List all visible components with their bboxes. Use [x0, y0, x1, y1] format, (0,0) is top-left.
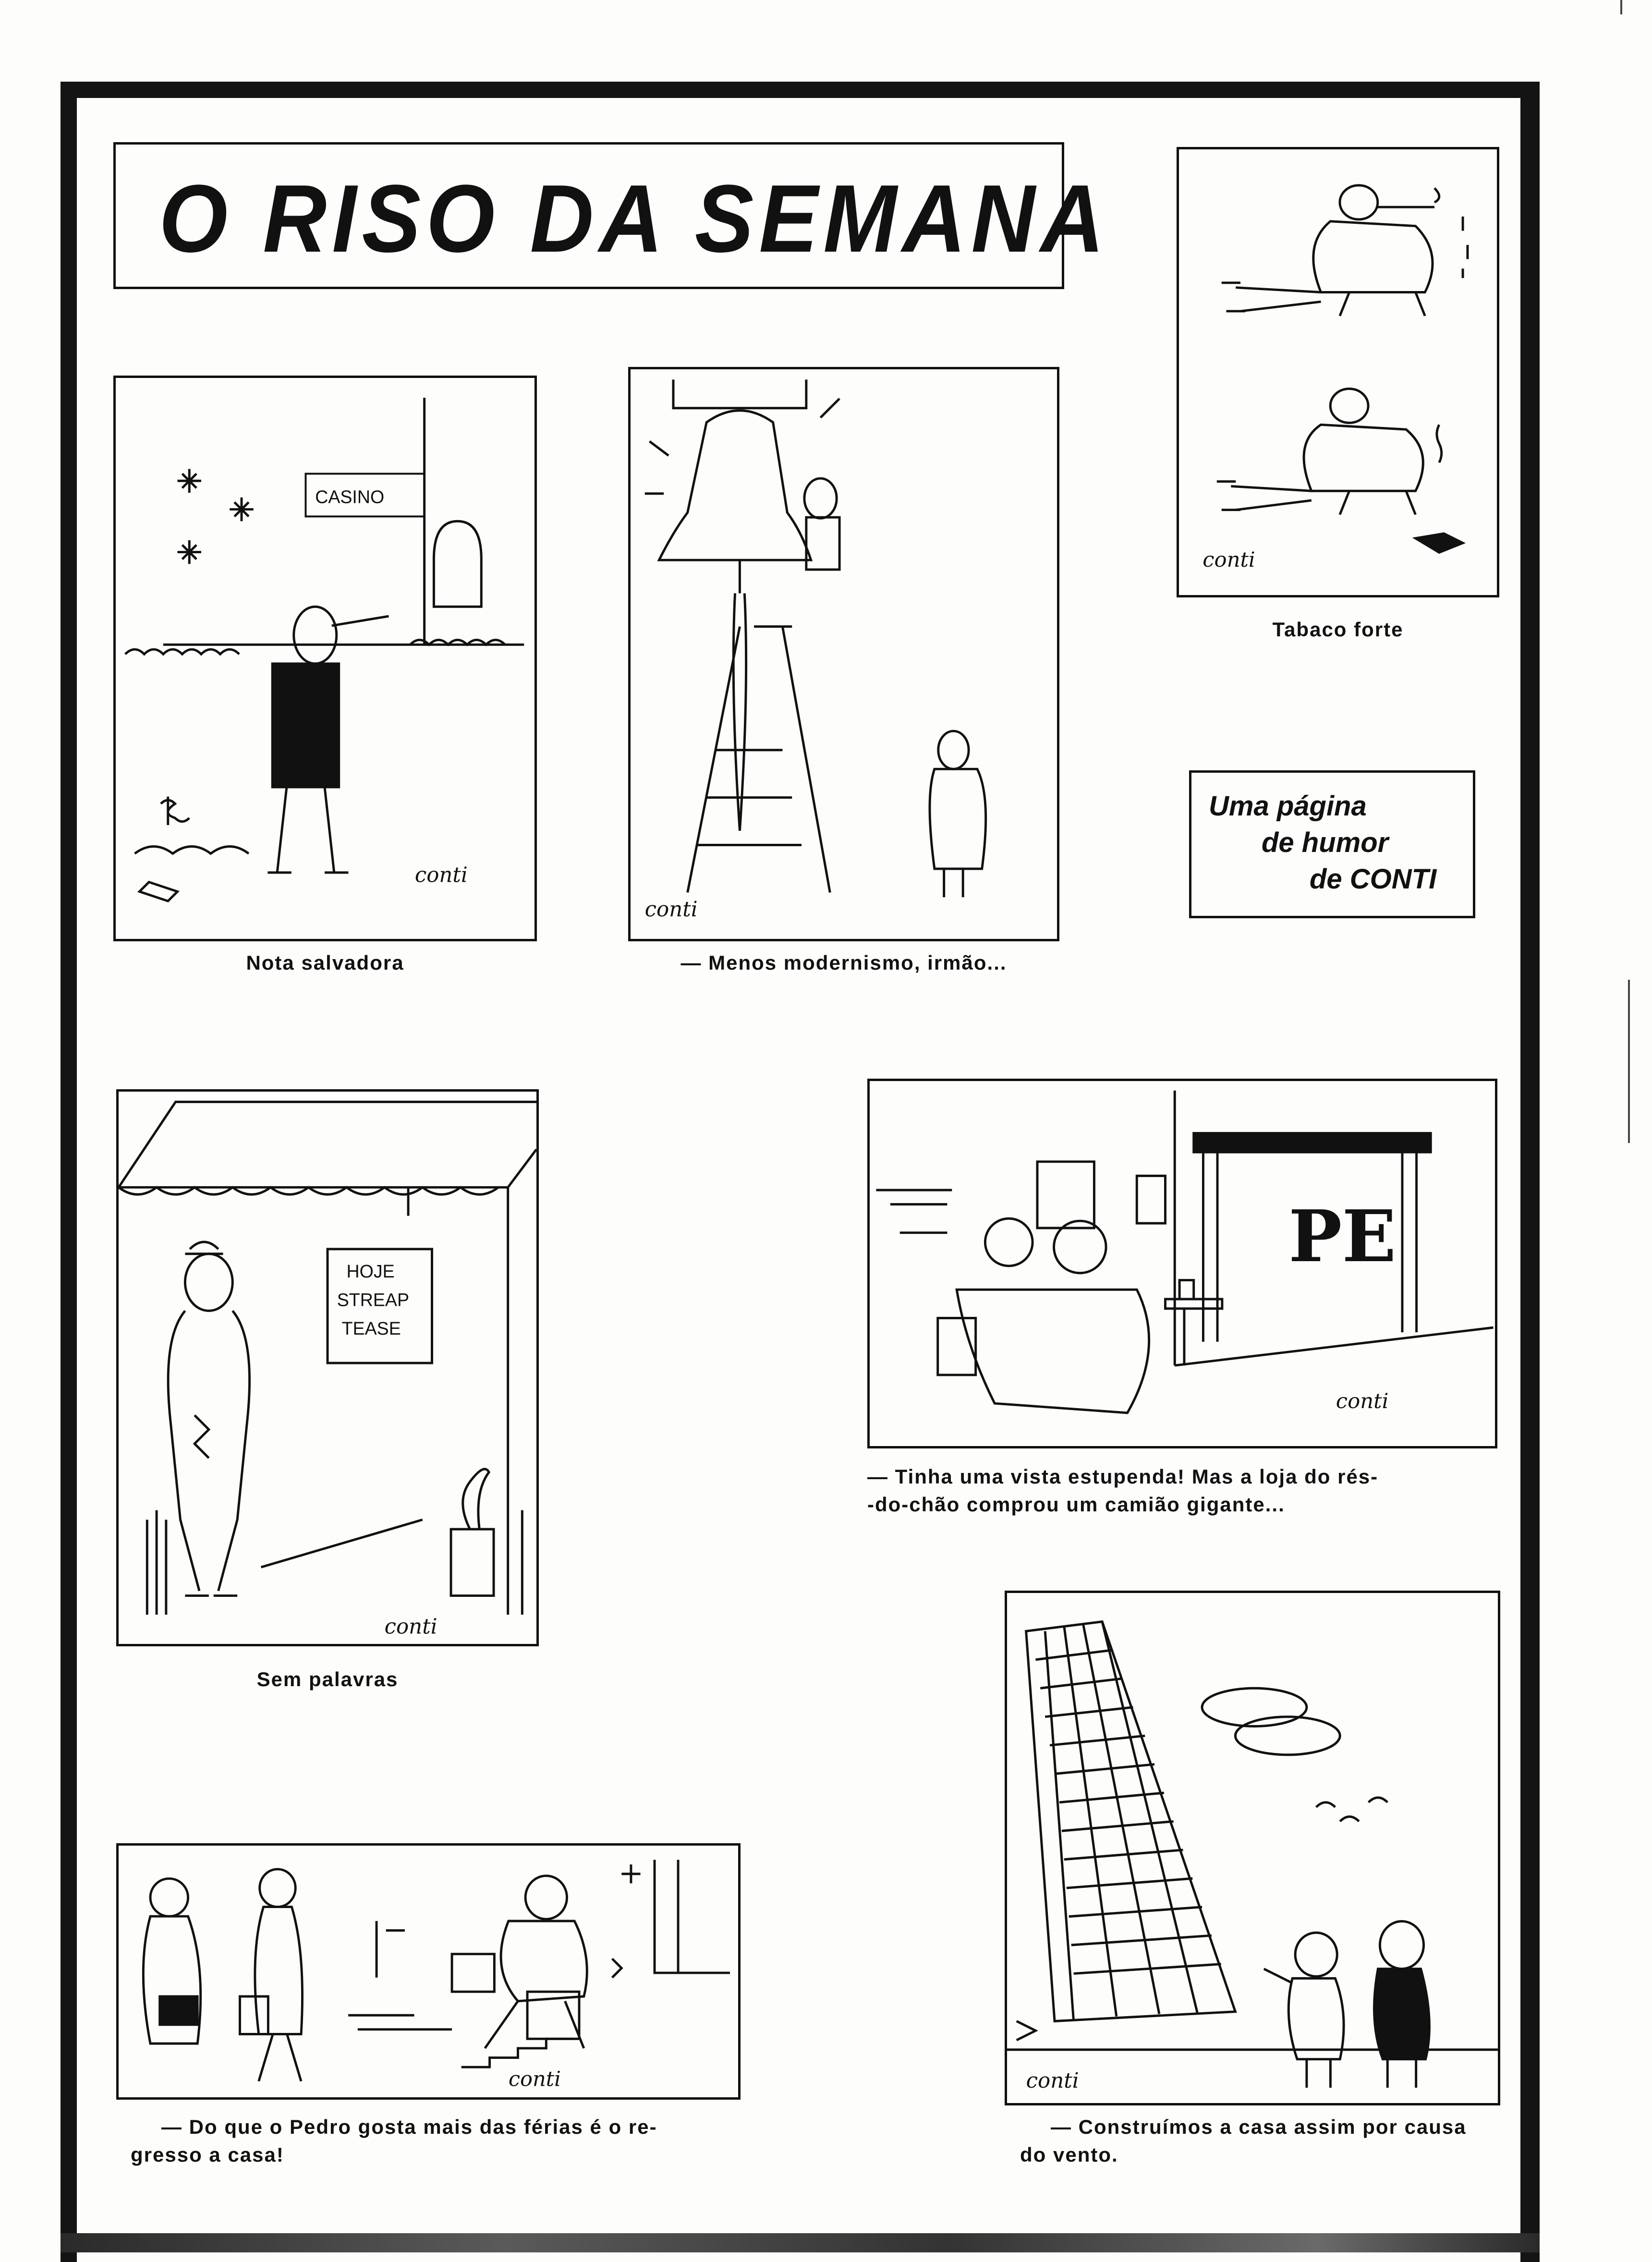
cartoon-drawing: conti	[142, 1860, 730, 2091]
promo-box: Uma página de humor de CONTI	[1189, 770, 1475, 918]
caption-line-1: — Construímos a casa assim por causa	[1051, 2116, 1467, 2138]
cartoon-signature: conti	[1336, 1389, 1389, 1413]
sign-line-3: TEASE	[342, 1318, 401, 1338]
caption-tabaco-forte: Tabaco forte	[1272, 618, 1404, 641]
page-border	[61, 82, 1540, 2262]
cartoon-drawing: conti	[1007, 1620, 1498, 2093]
cartoon-drawing: conti	[1203, 184, 1469, 572]
cartoon-signature: conti	[415, 863, 468, 888]
page-title-box: O RISO DA SEMANA	[113, 142, 1104, 289]
cartoon-drawing: PE conti	[876, 1090, 1494, 1414]
cartoon-drawing: CASINO conti	[124, 398, 524, 903]
sign-line-2: STREAP	[337, 1289, 409, 1310]
cartoon-signature: conti	[385, 1615, 437, 1639]
caption-regresso-casa: — Do que o Pedro gosta mais das férias é…	[131, 2113, 755, 2169]
cartoon-nota-salvadora: CASINO conti	[113, 376, 537, 941]
cartoon-regresso-casa: conti	[116, 1843, 741, 2100]
caption-line-2: gresso a casa!	[131, 2143, 284, 2166]
caption-line-2: -do-chão comprou um camião gigante...	[867, 1493, 1285, 1516]
cartoon-menos-modernismo: conti	[628, 367, 1059, 941]
casino-sign-text: CASINO	[315, 487, 384, 507]
caption-menos-modernismo: — Menos modernismo, irmão...	[680, 951, 1007, 974]
cartoon-drawing: conti	[645, 379, 987, 922]
scan-mark	[1620, 0, 1622, 14]
scan-mark	[1628, 980, 1630, 1143]
caption-nota-salvadora: Nota salvadora	[246, 951, 404, 974]
caption-sem-palavras: Sem palavras	[256, 1668, 399, 1690]
caption-casa-vento: — Construímos a casa assim por causa do …	[1020, 2113, 1505, 2169]
cartoon-casa-vento: conti	[1005, 1591, 1500, 2105]
promo-line-1: Uma página	[1209, 790, 1367, 822]
sign-line-1: HOJE	[347, 1261, 395, 1281]
cartoon-signature: conti	[645, 898, 698, 922]
promo-line-2: de humor	[1262, 827, 1389, 858]
caption-line-1: — Do que o Pedro gosta mais das férias é…	[161, 2116, 657, 2138]
casino-sign	[304, 473, 425, 518]
page-title: O RISO DA SEMANA	[159, 165, 1110, 272]
caption-vista-estupenda: — Tinha uma vista estupenda! Mas a loja …	[867, 1463, 1501, 1519]
cartoon-signature: conti	[1026, 2069, 1079, 2093]
streap-tease-sign	[326, 1248, 433, 1364]
cartoon-drawing: HOJE STREAP TEASE conti	[119, 1100, 536, 1639]
cartoon-signature: conti	[1203, 548, 1255, 572]
cartoon-signature: conti	[509, 2067, 561, 2091]
cartoon-sem-palavras: HOJE STREAP TEASE conti	[116, 1089, 539, 1646]
billboard-text: PE	[1288, 1194, 1396, 1278]
page-bottom-border	[61, 2233, 1540, 2252]
cartoon-vista-estupenda: PE conti	[867, 1079, 1497, 1448]
cartoon-tabaco-forte: conti	[1177, 147, 1499, 597]
caption-line-1: — Tinha uma vista estupenda! Mas a loja …	[867, 1465, 1379, 1488]
caption-line-2: do vento.	[1020, 2143, 1118, 2166]
promo-line-3: de CONTI	[1310, 863, 1437, 895]
